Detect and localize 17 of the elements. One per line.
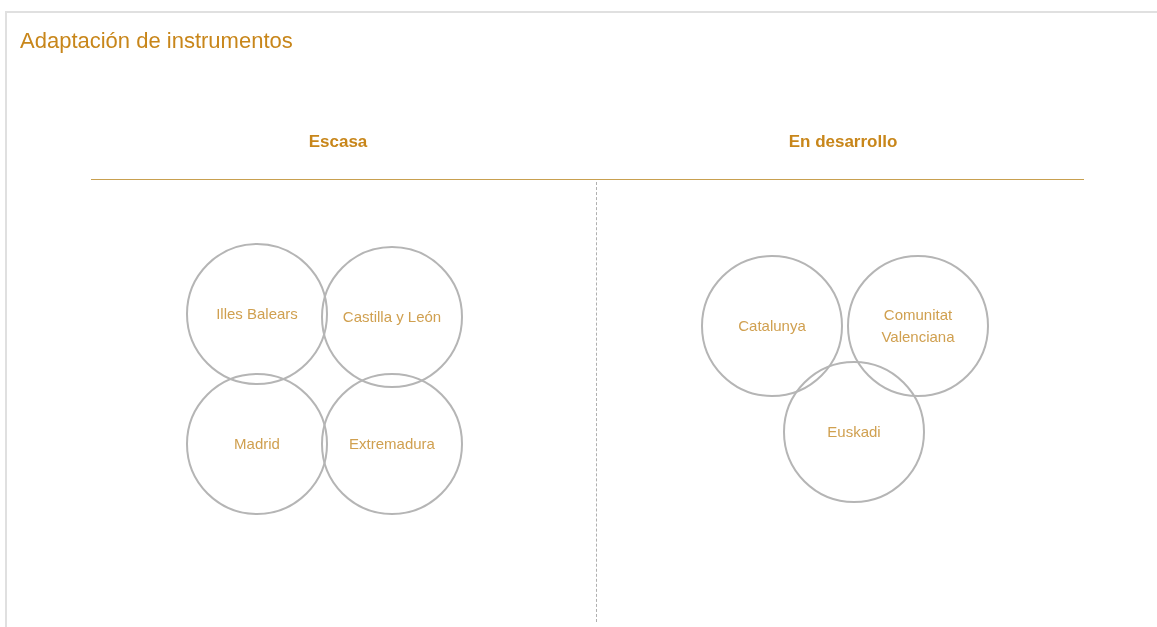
region-name: Comunitat Valenciana bbox=[880, 305, 956, 347]
column-heading: En desarrollo bbox=[788, 132, 898, 152]
region-name: Castilla y León bbox=[342, 307, 442, 328]
region-circle bbox=[321, 373, 463, 515]
region-circle bbox=[186, 243, 328, 385]
region-name: Illes Balears bbox=[216, 304, 298, 325]
region-circle bbox=[701, 255, 843, 397]
region-circle bbox=[783, 361, 925, 503]
title: Adaptación de instrumentos bbox=[20, 28, 293, 54]
region-name: Euskadi bbox=[827, 422, 881, 443]
region-circle bbox=[847, 255, 989, 397]
column-heading: Escasa bbox=[308, 132, 368, 152]
region-circle bbox=[186, 373, 328, 515]
region-name: Catalunya bbox=[738, 316, 806, 337]
region-name: Madrid bbox=[234, 434, 280, 455]
region-name: Extremadura bbox=[349, 434, 435, 455]
region-circle bbox=[321, 246, 463, 388]
